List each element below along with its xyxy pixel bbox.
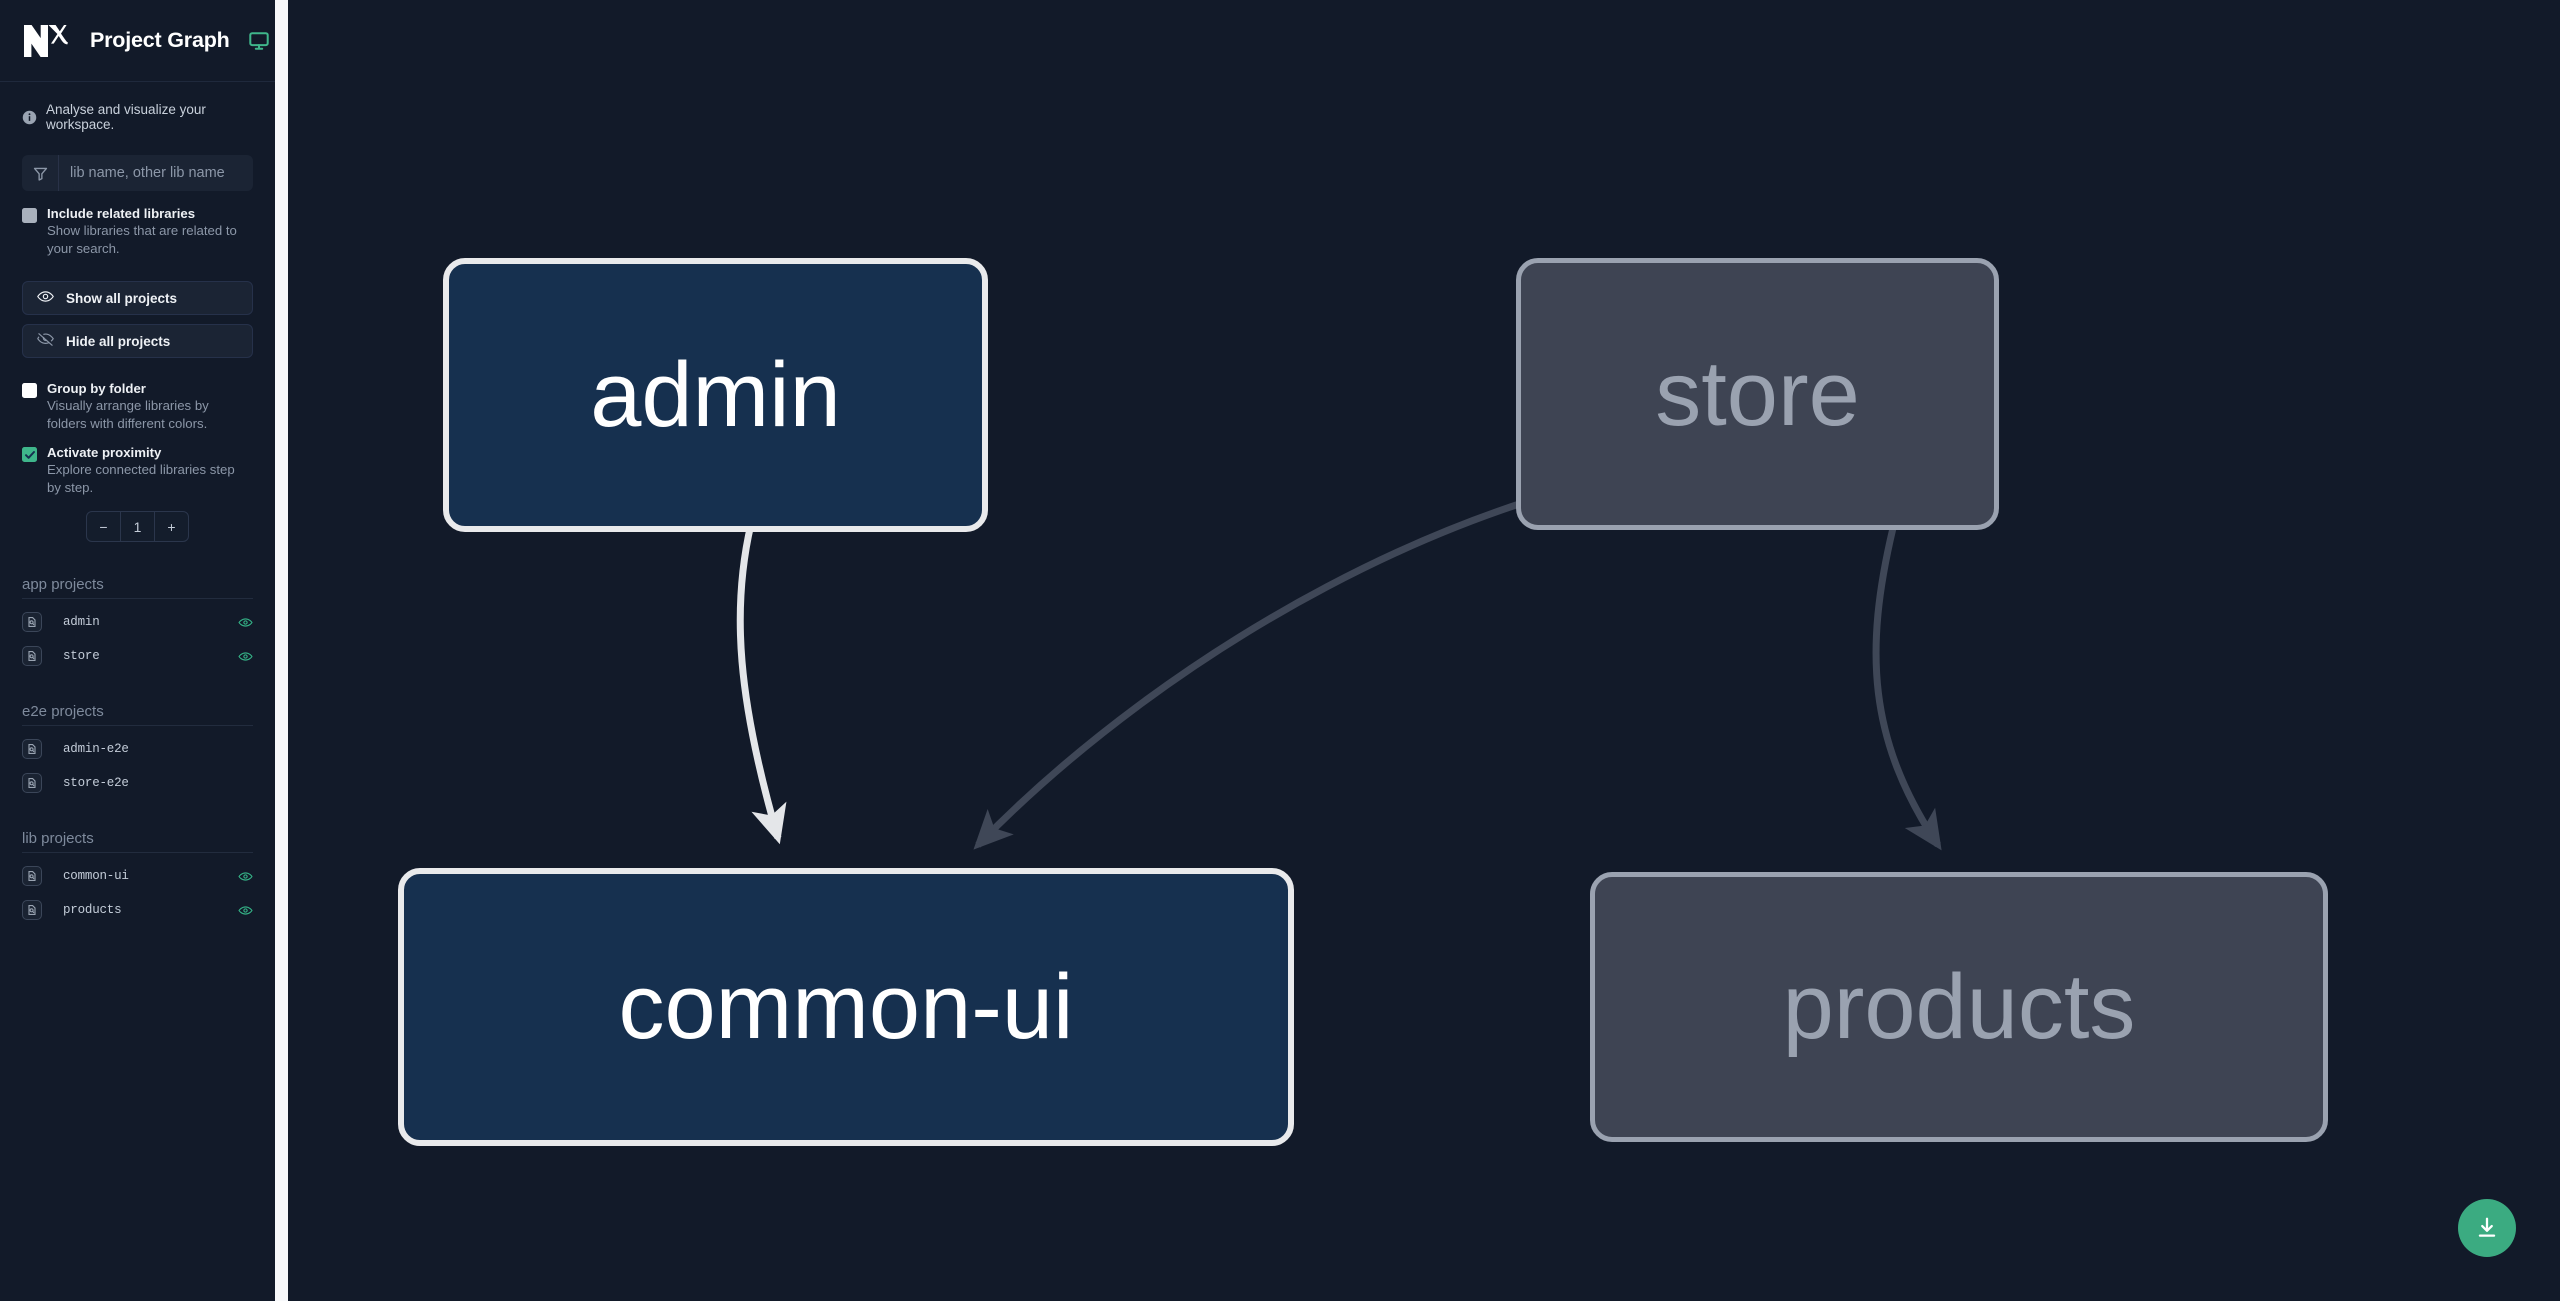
download-icon (2474, 1215, 2500, 1241)
project-file-icon (22, 773, 42, 793)
project-file-icon (22, 612, 42, 632)
search-input[interactable] (59, 155, 253, 191)
graph-node-admin[interactable]: admin (443, 258, 988, 532)
project-name: common-ui (63, 869, 129, 883)
graph-node-label: common-ui (618, 956, 1074, 1058)
sidebar: Project Graph Analyse and visualize your… (0, 0, 275, 1301)
graph-node-common-ui[interactable]: common-ui (398, 868, 1294, 1146)
project-visibility-eye-icon[interactable] (238, 903, 253, 918)
filter-funnel-icon (22, 155, 59, 191)
project-file-icon (22, 900, 42, 920)
eye-off-icon (37, 331, 54, 351)
download-graph-button[interactable] (2458, 1199, 2516, 1257)
project-row-common-ui[interactable]: common-ui (22, 859, 253, 893)
project-row-products[interactable]: products (22, 893, 253, 927)
project-name: store (63, 649, 100, 663)
graph-node-store[interactable]: store (1516, 258, 1999, 530)
sidebar-tagline: Analyse and visualize your workspace. (0, 82, 275, 132)
activate-proximity-option[interactable]: Activate proximity Explore connected lib… (0, 432, 275, 496)
project-file-icon (22, 646, 42, 666)
project-row-store-e2e[interactable]: store-e2e (22, 766, 253, 800)
edge-store-to-products (1872, 527, 1942, 851)
project-name: admin (63, 615, 100, 629)
proximity-stepper[interactable]: − 1 + (86, 511, 189, 542)
page-title: Project Graph (90, 28, 230, 52)
project-name: admin-e2e (63, 742, 129, 756)
hide-all-projects-button[interactable]: Hide all projects (22, 324, 253, 358)
show-all-projects-button[interactable]: Show all projects (22, 281, 253, 315)
include-related-libraries-text: Include related libraries Show libraries… (47, 205, 237, 257)
graph-node-products[interactable]: products (1590, 872, 2328, 1142)
proximity-value: 1 (120, 512, 155, 541)
activate-proximity-checkbox[interactable] (22, 447, 37, 462)
activate-proximity-label: Activate proximity (47, 445, 162, 460)
sidebar-resize-handle[interactable] (275, 0, 288, 1301)
project-visibility-eye-icon[interactable] (238, 869, 253, 884)
graph-canvas[interactable]: admin store common-ui products (288, 0, 2560, 1301)
project-file-icon (22, 739, 42, 759)
project-visibility-eye-icon[interactable] (238, 649, 253, 664)
group-by-folder-checkbox[interactable] (22, 383, 37, 398)
project-row-admin[interactable]: admin (22, 605, 253, 639)
project-file-icon (22, 866, 42, 886)
group-by-folder-description: Visually arrange libraries by folders wi… (47, 398, 209, 431)
project-list: app projects admin (0, 576, 275, 947)
project-row-admin-e2e[interactable]: admin-e2e (22, 732, 253, 766)
eye-icon (37, 288, 54, 308)
show-all-projects-label: Show all projects (66, 290, 178, 306)
group-title-lib-projects: lib projects (22, 830, 253, 853)
project-visibility-eye-icon[interactable] (238, 615, 253, 630)
group-by-folder-text: Group by folder Visually arrange librari… (47, 380, 237, 432)
project-name: store-e2e (63, 776, 129, 790)
graph-node-label: store (1655, 343, 1860, 445)
project-name: products (63, 903, 122, 917)
activate-proximity-text: Activate proximity Explore connected lib… (47, 444, 237, 496)
monitor-icon[interactable] (248, 30, 270, 52)
info-icon (22, 110, 37, 125)
group-by-folder-label: Group by folder (47, 381, 146, 396)
include-related-libraries-label: Include related libraries (47, 206, 196, 221)
project-row-store[interactable]: store (22, 639, 253, 673)
search-box[interactable] (22, 155, 253, 191)
group-by-folder-option[interactable]: Group by folder Visually arrange librari… (0, 358, 275, 432)
activate-proximity-description: Explore connected libraries step by step… (47, 462, 235, 495)
edge-admin-to-common-ui (736, 523, 787, 845)
include-related-libraries-description: Show libraries that are related to your … (47, 223, 237, 256)
include-related-libraries-option[interactable]: Include related libraries Show libraries… (0, 191, 275, 257)
group-title-app-projects: app projects (22, 576, 253, 599)
include-related-libraries-checkbox[interactable] (22, 208, 37, 223)
graph-node-label: products (1782, 956, 2136, 1058)
proximity-decrease-button[interactable]: − (99, 518, 108, 535)
proximity-increase-button[interactable]: + (167, 518, 176, 535)
hide-all-projects-label: Hide all projects (66, 333, 171, 349)
graph-node-label: admin (590, 344, 841, 446)
sidebar-header: Project Graph (0, 0, 275, 82)
nx-logo (22, 20, 68, 62)
group-title-e2e-projects: e2e projects (22, 703, 253, 726)
sidebar-tagline-text: Analyse and visualize your workspace. (46, 102, 206, 132)
